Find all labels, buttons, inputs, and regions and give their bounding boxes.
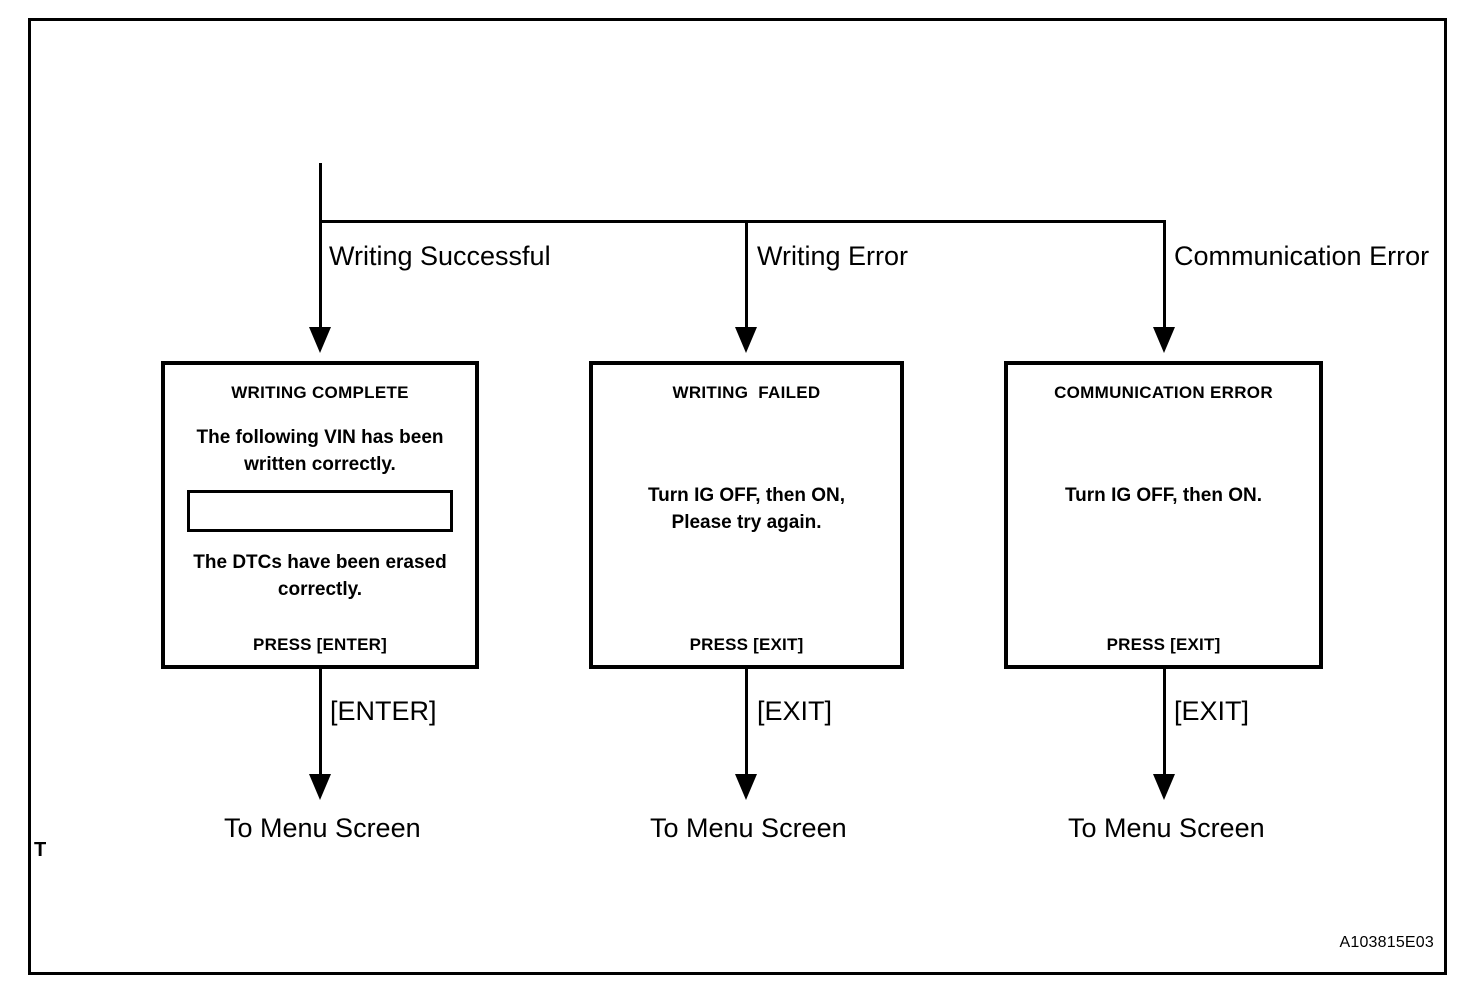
- exit-2-line: [745, 669, 748, 777]
- branch-3-drop-line: [1163, 220, 1166, 330]
- exit-1-arrowhead: [309, 774, 331, 800]
- screen-1-body-top: The following VIN has been written corre…: [196, 427, 444, 475]
- screen-1-title: WRITING COMPLETE: [231, 383, 409, 402]
- branch-2-arrowhead: [735, 327, 757, 353]
- branch-label-writing-error: Writing Error: [757, 241, 909, 271]
- branch-label-writing-successful: Writing Successful: [329, 241, 551, 271]
- branch-3-arrowhead: [1153, 327, 1175, 353]
- corner-mark-t: T: [34, 839, 47, 861]
- figure-code-label: A103815E03: [1339, 934, 1434, 951]
- screen-1-footer: PRESS [ENTER]: [253, 635, 387, 654]
- exit-2-key-label: [EXIT]: [757, 696, 833, 726]
- branch-label-communication-error: Communication Error: [1174, 241, 1430, 271]
- screen-1-body-bottom: The DTCs have been erased correctly.: [193, 552, 447, 600]
- exit-2-destination-label: To Menu Screen: [650, 813, 847, 843]
- screen-2-body: Turn IG OFF, then ON, Please try again.: [647, 485, 846, 533]
- screen-box-writing-complete: WRITING COMPLETE The following VIN has b…: [161, 361, 479, 669]
- screen-box-writing-failed: WRITING FAILED Turn IG OFF, then ON, Ple…: [589, 361, 904, 669]
- exit-2-arrowhead: [735, 774, 757, 800]
- screen-box-communication-error: COMMUNICATION ERROR Turn IG OFF, then ON…: [1004, 361, 1323, 669]
- branch-1-drop-line: [319, 220, 322, 330]
- vin-value-field[interactable]: [187, 490, 453, 532]
- screen-3-footer: PRESS [EXIT]: [1106, 635, 1221, 654]
- exit-3-key-label: [EXIT]: [1174, 696, 1250, 726]
- branch-2-drop-line: [745, 220, 748, 330]
- trunk-line-incoming: [319, 163, 322, 223]
- screen-2-title: WRITING FAILED: [672, 383, 821, 402]
- exit-1-line: [319, 669, 322, 777]
- branch-bus-line: [319, 220, 1166, 223]
- exit-1-key-label: [ENTER]: [330, 696, 437, 726]
- exit-1-destination-label: To Menu Screen: [224, 813, 421, 843]
- screen-2-footer: PRESS [EXIT]: [689, 635, 804, 654]
- branch-1-arrowhead: [309, 327, 331, 353]
- exit-3-arrowhead: [1153, 774, 1175, 800]
- screen-3-body: Turn IG OFF, then ON.: [1064, 485, 1263, 506]
- screen-3-title: COMMUNICATION ERROR: [1054, 383, 1273, 402]
- exit-3-line: [1163, 669, 1166, 777]
- exit-3-destination-label: To Menu Screen: [1068, 813, 1265, 843]
- diagram-frame: [28, 18, 1447, 975]
